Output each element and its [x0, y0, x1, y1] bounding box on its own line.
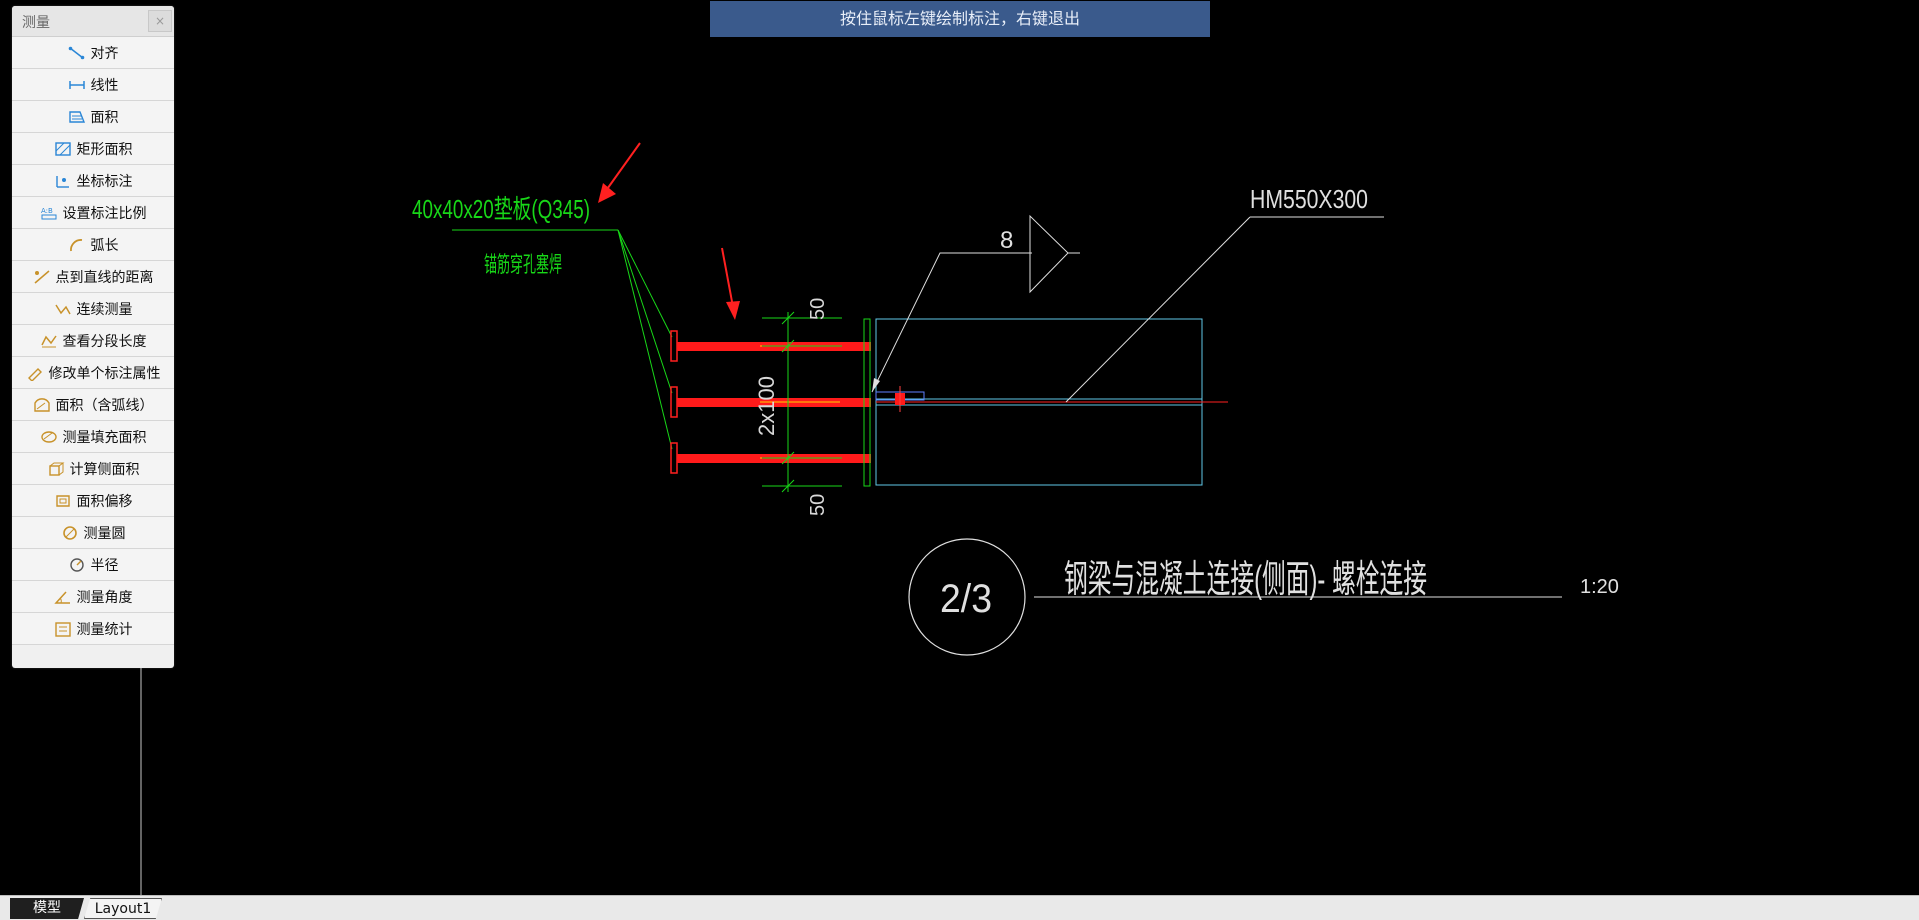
point-line-distance-icon: [33, 269, 51, 285]
plate-label[interactable]: 40x40x20垫板(Q345): [412, 194, 590, 224]
tool-item-label: 面积（含弧线）: [55, 397, 154, 414]
tool-item-13[interactable]: 计算侧面积: [12, 453, 174, 485]
statistics-icon: [54, 621, 72, 637]
tool-item-label: 查看分段长度: [62, 333, 147, 350]
tool-item-1[interactable]: 线性: [12, 69, 174, 101]
area-offset-icon: [54, 493, 72, 509]
dim-tick-3: [781, 451, 795, 465]
tool-item-9[interactable]: 查看分段长度: [12, 325, 174, 357]
tool-item-label: 测量圆: [83, 525, 126, 542]
tool-item-label: 半径: [90, 557, 119, 574]
area-icon: [68, 109, 86, 125]
tool-item-15[interactable]: 测量圆: [12, 517, 174, 549]
linear-measure-icon: [68, 77, 86, 93]
tool-item-label: 弧长: [90, 237, 119, 254]
tool-item-label: 修改单个标注属性: [48, 365, 161, 382]
red-arrow-1-head: [598, 183, 616, 203]
close-button[interactable]: ×: [148, 10, 172, 32]
leader-line-1: [617, 229, 673, 338]
tool-item-label: 测量角度: [76, 589, 133, 606]
segment-length-icon: [40, 333, 58, 349]
radius-icon: [68, 557, 86, 573]
tool-item-label: 点到直线的距离: [55, 269, 154, 286]
drawing-viewport[interactable]: 40x40x20垫板(Q345) 锚筋穿孔塞焊 50 2x100: [0, 0, 1919, 895]
detail-circle: [908, 538, 1026, 656]
tool-item-label: 测量填充面积: [62, 429, 147, 446]
tool-item-label: 面积偏移: [76, 493, 133, 510]
edit-dimension-icon: [26, 365, 44, 381]
red-arrow-2: [721, 247, 734, 308]
dim-top-text[interactable]: 50: [807, 298, 829, 320]
tool-item-18[interactable]: 测量统计: [12, 613, 174, 645]
tool-item-2[interactable]: 面积: [12, 101, 174, 133]
cad-drawing[interactable]: 40x40x20垫板(Q345) 锚筋穿孔塞焊 50 2x100: [0, 0, 1919, 895]
tool-item-4[interactable]: 坐标标注: [12, 165, 174, 197]
tool-item-6[interactable]: 弧长: [12, 229, 174, 261]
tool-item-label: 连续测量: [76, 301, 133, 318]
tool-list: 对齐线性面积矩形面积坐标标注 A:B 设置标注比例弧长点到直线的距离连续测量查看分段…: [12, 37, 174, 645]
tool-item-label: 线性: [90, 77, 119, 94]
tool-item-14[interactable]: 面积偏移: [12, 485, 174, 517]
tab-model[interactable]: 模型: [10, 898, 84, 919]
circle-icon: [61, 525, 79, 541]
rect-area-icon: [54, 141, 72, 157]
coordinate-icon: [54, 173, 72, 189]
beam-leader: [1065, 216, 1251, 403]
tool-item-label: 测量统计: [76, 621, 133, 638]
washer-1: [670, 330, 678, 362]
dim-mid-text[interactable]: 2x100: [754, 376, 779, 436]
dim-tick-4: [781, 479, 795, 493]
tool-item-label: 面积: [90, 109, 119, 126]
arc-area-icon: [33, 397, 51, 413]
tool-item-label: 设置标注比例: [62, 205, 147, 222]
panel-title: 测量: [22, 15, 50, 31]
angle-icon: [53, 589, 72, 605]
tool-item-5[interactable]: A:B 设置标注比例: [12, 197, 174, 229]
hatch-area-icon: [40, 429, 58, 445]
tab-layout1[interactable]: Layout1: [84, 898, 162, 919]
svg-text:A:B: A:B: [41, 207, 53, 215]
tool-item-10[interactable]: 修改单个标注属性: [12, 357, 174, 389]
weld-note[interactable]: 锚筋穿孔塞焊: [484, 252, 562, 277]
detail-number[interactable]: 2/3: [940, 577, 992, 621]
end-plate: [863, 318, 871, 487]
scale-icon: A:B: [40, 205, 58, 221]
status-tip: 按住鼠标左键绘制标注，右键退出: [710, 1, 1210, 37]
beam-label[interactable]: HM550X300: [1250, 184, 1368, 214]
side-area-icon: [47, 461, 65, 477]
dim-tick-1: [781, 311, 795, 325]
tool-item-0[interactable]: 对齐: [12, 37, 174, 69]
weld-leader-arrow: [872, 378, 880, 392]
leader-line-2: [617, 229, 673, 394]
measure-panel: 测量 × 对齐线性面积矩形面积坐标标注 A:B 设置标注比例弧长点到直线的距离连续测…: [12, 6, 174, 668]
layout-tab-bar: 模型 Layout1: [0, 895, 1919, 920]
red-arrow-1: [604, 142, 641, 193]
tool-item-17[interactable]: 测量角度: [12, 581, 174, 613]
dim-bottom-text[interactable]: 50: [807, 494, 829, 516]
tool-item-label: 计算侧面积: [69, 461, 140, 478]
detail-title[interactable]: 钢梁与混凝土连接(侧面)- 螺栓连接: [1064, 559, 1427, 601]
red-arrow-2-head: [726, 301, 740, 320]
tool-item-7[interactable]: 点到直线的距离: [12, 261, 174, 293]
weld-leader: [871, 252, 1032, 393]
tool-item-label: 对齐: [90, 45, 119, 62]
dim-tick-2: [781, 339, 795, 353]
panel-header[interactable]: 测量 ×: [12, 6, 174, 37]
align-measure-icon: [68, 45, 86, 61]
tool-item-11[interactable]: 面积（含弧线）: [12, 389, 174, 421]
tool-item-16[interactable]: 半径: [12, 549, 174, 581]
tool-item-label: 坐标标注: [76, 173, 133, 190]
leader-line-3: [617, 229, 673, 450]
tool-item-12[interactable]: 测量填充面积: [12, 421, 174, 453]
weld-size-text[interactable]: 8: [1000, 227, 1013, 254]
detail-scale[interactable]: 1:20: [1580, 576, 1619, 598]
weld-triangle: [1029, 214, 1069, 294]
tool-item-label: 矩形面积: [76, 141, 133, 158]
tool-item-3[interactable]: 矩形面积: [12, 133, 174, 165]
tool-item-8[interactable]: 连续测量: [12, 293, 174, 325]
continuous-measure-icon: [54, 301, 72, 317]
arc-length-icon: [68, 237, 86, 253]
